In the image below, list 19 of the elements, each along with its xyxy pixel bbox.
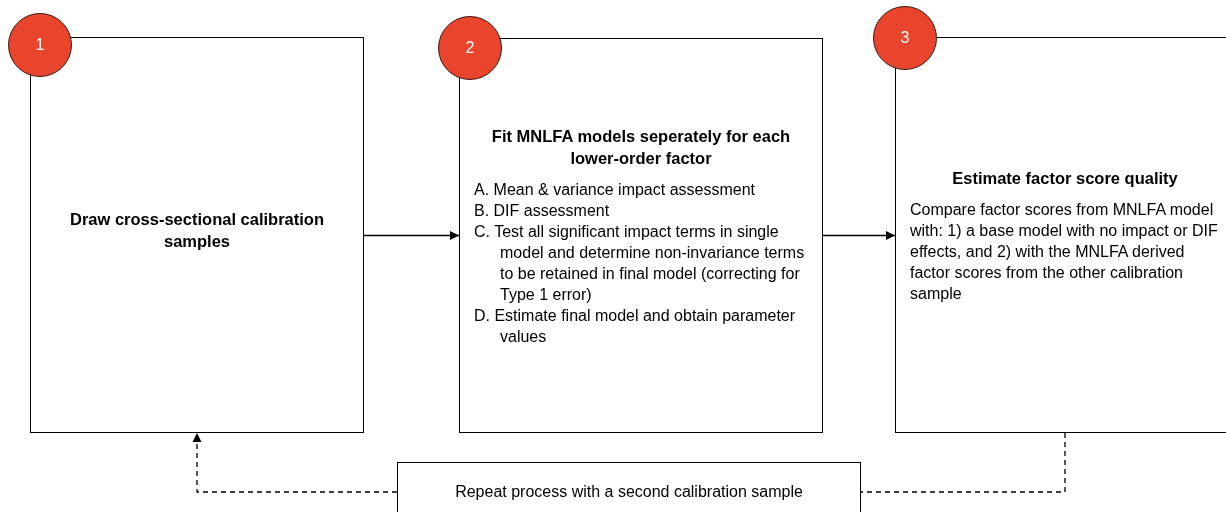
- step-number: 2: [465, 39, 475, 57]
- step-number: 1: [35, 36, 45, 54]
- step-box: [459, 38, 823, 433]
- list-item: C. Test all significant impact terms in single model and determine non-invariance terms to be retained in final model (correcting for Type 1 error): [474, 221, 806, 305]
- list-item: D. Estimate final model and obtain parameter values: [474, 305, 797, 347]
- list-item: B. DIF assessment: [474, 200, 611, 221]
- list-item: A. Mean & variance impact assessment: [474, 179, 756, 200]
- dashed-line: [860, 432, 1066, 493]
- step-box: [30, 37, 364, 433]
- step-description: Compare factor scores from MNLFA model with: 1) a base model with no impact or DIF effects, and 2) with the MNLFA derived factor scores from the other calibration sample: [910, 199, 1219, 304]
- step-heading: Estimate factor score quality: [951, 167, 1179, 189]
- step-heading: Fit MNLFA models seperately for each lower-order factor: [490, 125, 792, 169]
- arrow: [363, 230, 460, 241]
- step-number: 3: [900, 29, 910, 47]
- arrow: [822, 230, 896, 241]
- process-box: [397, 462, 861, 512]
- step-heading: Draw cross-sectional calibration samples: [69, 209, 325, 252]
- dashed-arrow: [192, 432, 398, 493]
- box-text: Repeat process with a second calibration sample: [454, 483, 804, 501]
